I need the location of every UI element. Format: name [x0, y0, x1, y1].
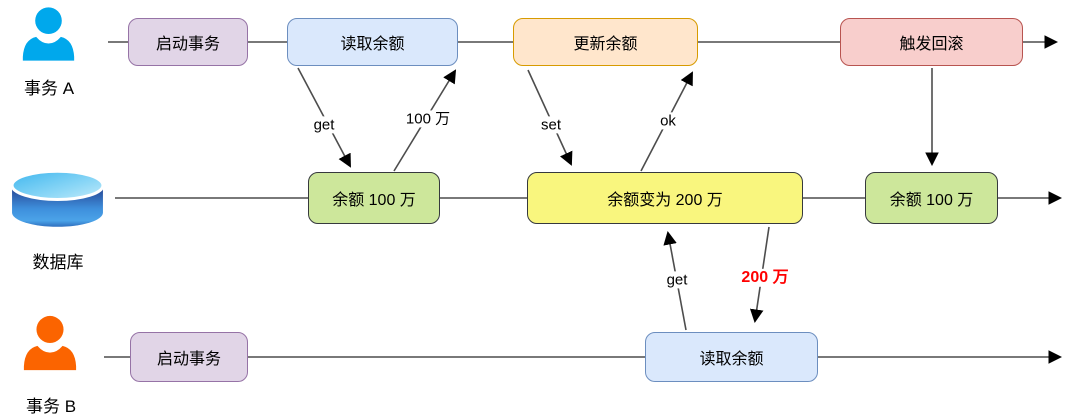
node-label: 更新余额 — [573, 36, 638, 53]
node-db-balance-1: 余额 100 万 — [308, 172, 440, 224]
node-label: 启动事务 — [156, 351, 221, 368]
lane-b-label: 事务 B — [25, 397, 77, 416]
node-a-read: 读取余额 — [287, 18, 458, 66]
edge-label-a-result: 100 万 — [402, 110, 454, 128]
lane-a-label: 事务 A — [23, 79, 75, 98]
node-label: 余额 100 万 — [889, 192, 974, 209]
node-a-rollback: 触发回滚 — [840, 18, 1023, 66]
edge-label-b-get: get — [663, 271, 691, 289]
node-label: 启动事务 — [155, 36, 220, 53]
node-b-start: 启动事务 — [130, 332, 248, 382]
node-label: 读取余额 — [340, 36, 405, 53]
edge-label-b-result: 200 万 — [738, 268, 792, 288]
node-label: 余额 100 万 — [332, 192, 416, 209]
node-db-balance-3: 余额 100 万 — [865, 172, 998, 224]
node-db-balance-2: 余额变为 200 万 — [527, 172, 803, 224]
lane-db-label: 数据库 — [32, 253, 84, 272]
node-a-start: 启动事务 — [128, 18, 248, 66]
node-a-update: 更新余额 — [513, 18, 698, 66]
edge-label-a-set: set — [537, 116, 565, 134]
node-b-read: 读取余额 — [645, 332, 818, 382]
database-icon — [10, 169, 105, 227]
person-a-icon — [22, 7, 75, 61]
person-b-icon — [23, 315, 77, 371]
node-label: 读取余额 — [699, 351, 764, 368]
edge-label-a-ok: ok — [657, 112, 679, 130]
edge-label-a-get: get — [310, 116, 338, 134]
node-label: 触发回滚 — [899, 36, 964, 53]
node-label: 余额变为 200 万 — [607, 192, 723, 209]
